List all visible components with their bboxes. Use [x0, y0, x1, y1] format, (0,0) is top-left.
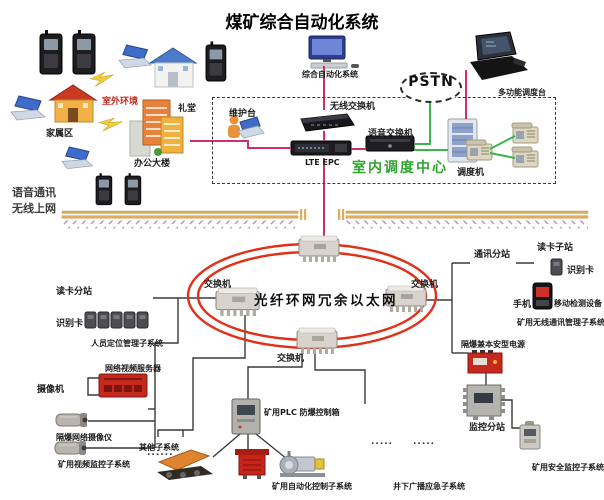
label-outdoor-env: 室外环境 — [102, 97, 139, 107]
label-integrated-system: 综合自动化系统 — [302, 70, 358, 79]
label-id-card-right: 识别卡 — [567, 266, 595, 276]
label-switch-right: 交换机 — [411, 280, 439, 290]
explosion-proof-camera-icon — [55, 412, 88, 428]
label-safety-subsystem: 矿用安全监控子系统 — [532, 463, 604, 472]
office-buildings-icon — [129, 99, 184, 157]
walkie-phone-icon — [95, 172, 113, 206]
label-multi-dispatch-console: 多功能调度台 — [498, 88, 546, 97]
id-card-icon — [84, 311, 97, 329]
label-maintenance-console: 维护台 — [229, 109, 257, 119]
label-dispatcher: 调度机 — [457, 168, 485, 178]
label-lte-epc: LTE EPC — [305, 158, 340, 167]
dispatch-console-icon — [470, 31, 528, 80]
video-server-icon — [98, 373, 148, 398]
label-voice-comm: 语音通讯 — [12, 186, 56, 199]
label-office-building: 办公大楼 — [134, 159, 171, 169]
desktop-computer-icon — [308, 35, 359, 69]
label-auto-control-subsystem: 矿用自动化控制子系统 — [272, 482, 352, 491]
id-card-icon — [97, 311, 110, 329]
label-fiber-ring: 光纤环网冗余以太网 — [254, 293, 398, 309]
label-family-area: 家属区 — [46, 129, 74, 139]
label-card-reader-substation: 读卡分站 — [56, 287, 93, 297]
label-mobile-phone: 手机 — [513, 300, 532, 310]
dots: ..... — [371, 437, 394, 447]
label-switch-left: 交换机 — [204, 280, 232, 290]
walkie-phone-icon — [205, 40, 227, 82]
label-card-reader-sub2: 读卡子站 — [537, 243, 574, 253]
family-house-icon — [48, 84, 98, 123]
label-comm-substation: 通讯分站 — [474, 250, 511, 260]
hall-building-icon — [148, 47, 198, 88]
label-wireless-net: 无线上网 — [12, 202, 56, 215]
label-power-supply: 隔爆兼本安型电源 — [461, 340, 525, 349]
camera-bracket — [87, 377, 99, 396]
label-wireless-switch: 无线交换机 — [330, 102, 376, 112]
label-voice-switch: 语音交换机 — [368, 129, 414, 139]
wireless-switch-device — [300, 113, 355, 132]
id-card-icon — [136, 311, 149, 329]
black-branch-lines — [86, 262, 534, 460]
page-title: 煤矿综合自动化系统 — [225, 13, 379, 33]
mobile-phone-icon — [532, 282, 553, 310]
maintenance-laptop-icon — [228, 115, 265, 139]
label-other-subsystem: 其他子系统 — [139, 443, 179, 452]
label-switch-bottom: 交换机 — [277, 354, 305, 364]
pink-trunk-lines — [190, 66, 467, 239]
id-card-icon — [110, 311, 123, 329]
walkie-phone-icon — [124, 172, 142, 206]
explosion-proof-camera-icon — [54, 440, 87, 456]
label-ex-proof-camera: 隔爆网络摄像仪 — [56, 433, 112, 442]
lightning-icon — [98, 117, 123, 132]
id-card-icon — [550, 258, 563, 276]
pump-icon — [279, 451, 325, 477]
walkie-phone-icon — [72, 29, 96, 75]
dots: ...... — [147, 448, 174, 458]
crusher-machine-icon — [235, 449, 269, 479]
label-personnel-subsystem: 人员定位管理子系统 — [91, 339, 163, 348]
label-mobile-detection: 移动检测设备 — [554, 299, 602, 308]
laptop-icon — [61, 146, 94, 170]
sensor-icon — [519, 421, 541, 450]
indoor-dispatch-center-box — [212, 97, 556, 184]
label-hall: 礼堂 — [178, 104, 197, 114]
lightning-icon — [89, 71, 114, 88]
id-card-icon — [123, 311, 136, 329]
laptop-icon — [10, 95, 46, 121]
ring-switch-icon — [215, 287, 260, 317]
power-supply-box-icon — [467, 350, 503, 374]
pstn-cloud: PSTN — [400, 72, 462, 103]
label-wireless-mgmt-subsystem: 矿用无线通讯管理子系统 — [517, 318, 604, 327]
label-video-subsystem: 矿用视频监控子系统 — [58, 460, 130, 469]
laptop-icon — [118, 44, 152, 69]
conveyor-icon — [157, 449, 213, 480]
ring-switch-icon — [298, 235, 340, 263]
plc-control-box-icon — [231, 398, 261, 435]
label-broadcast-subsystem: 井下广播应急子系统 — [393, 482, 465, 491]
monitor-substation-icon — [463, 384, 505, 420]
label-plc-box: 矿用PLC 防爆控制箱 — [264, 408, 340, 417]
walkie-phone-icon — [39, 29, 63, 75]
ground-layer — [61, 209, 589, 229]
dots: ..... — [413, 437, 436, 447]
label-indoor-dispatch-center: 室内调度中心 — [352, 160, 448, 176]
label-monitor-substation: 监控分站 — [469, 423, 506, 433]
label-video-server: 网络视频服务器 — [105, 364, 161, 373]
label-id-card-left: 识别卡 — [56, 319, 84, 329]
green-voice-lines — [414, 101, 516, 159]
label-camera: 摄像机 — [37, 385, 65, 395]
